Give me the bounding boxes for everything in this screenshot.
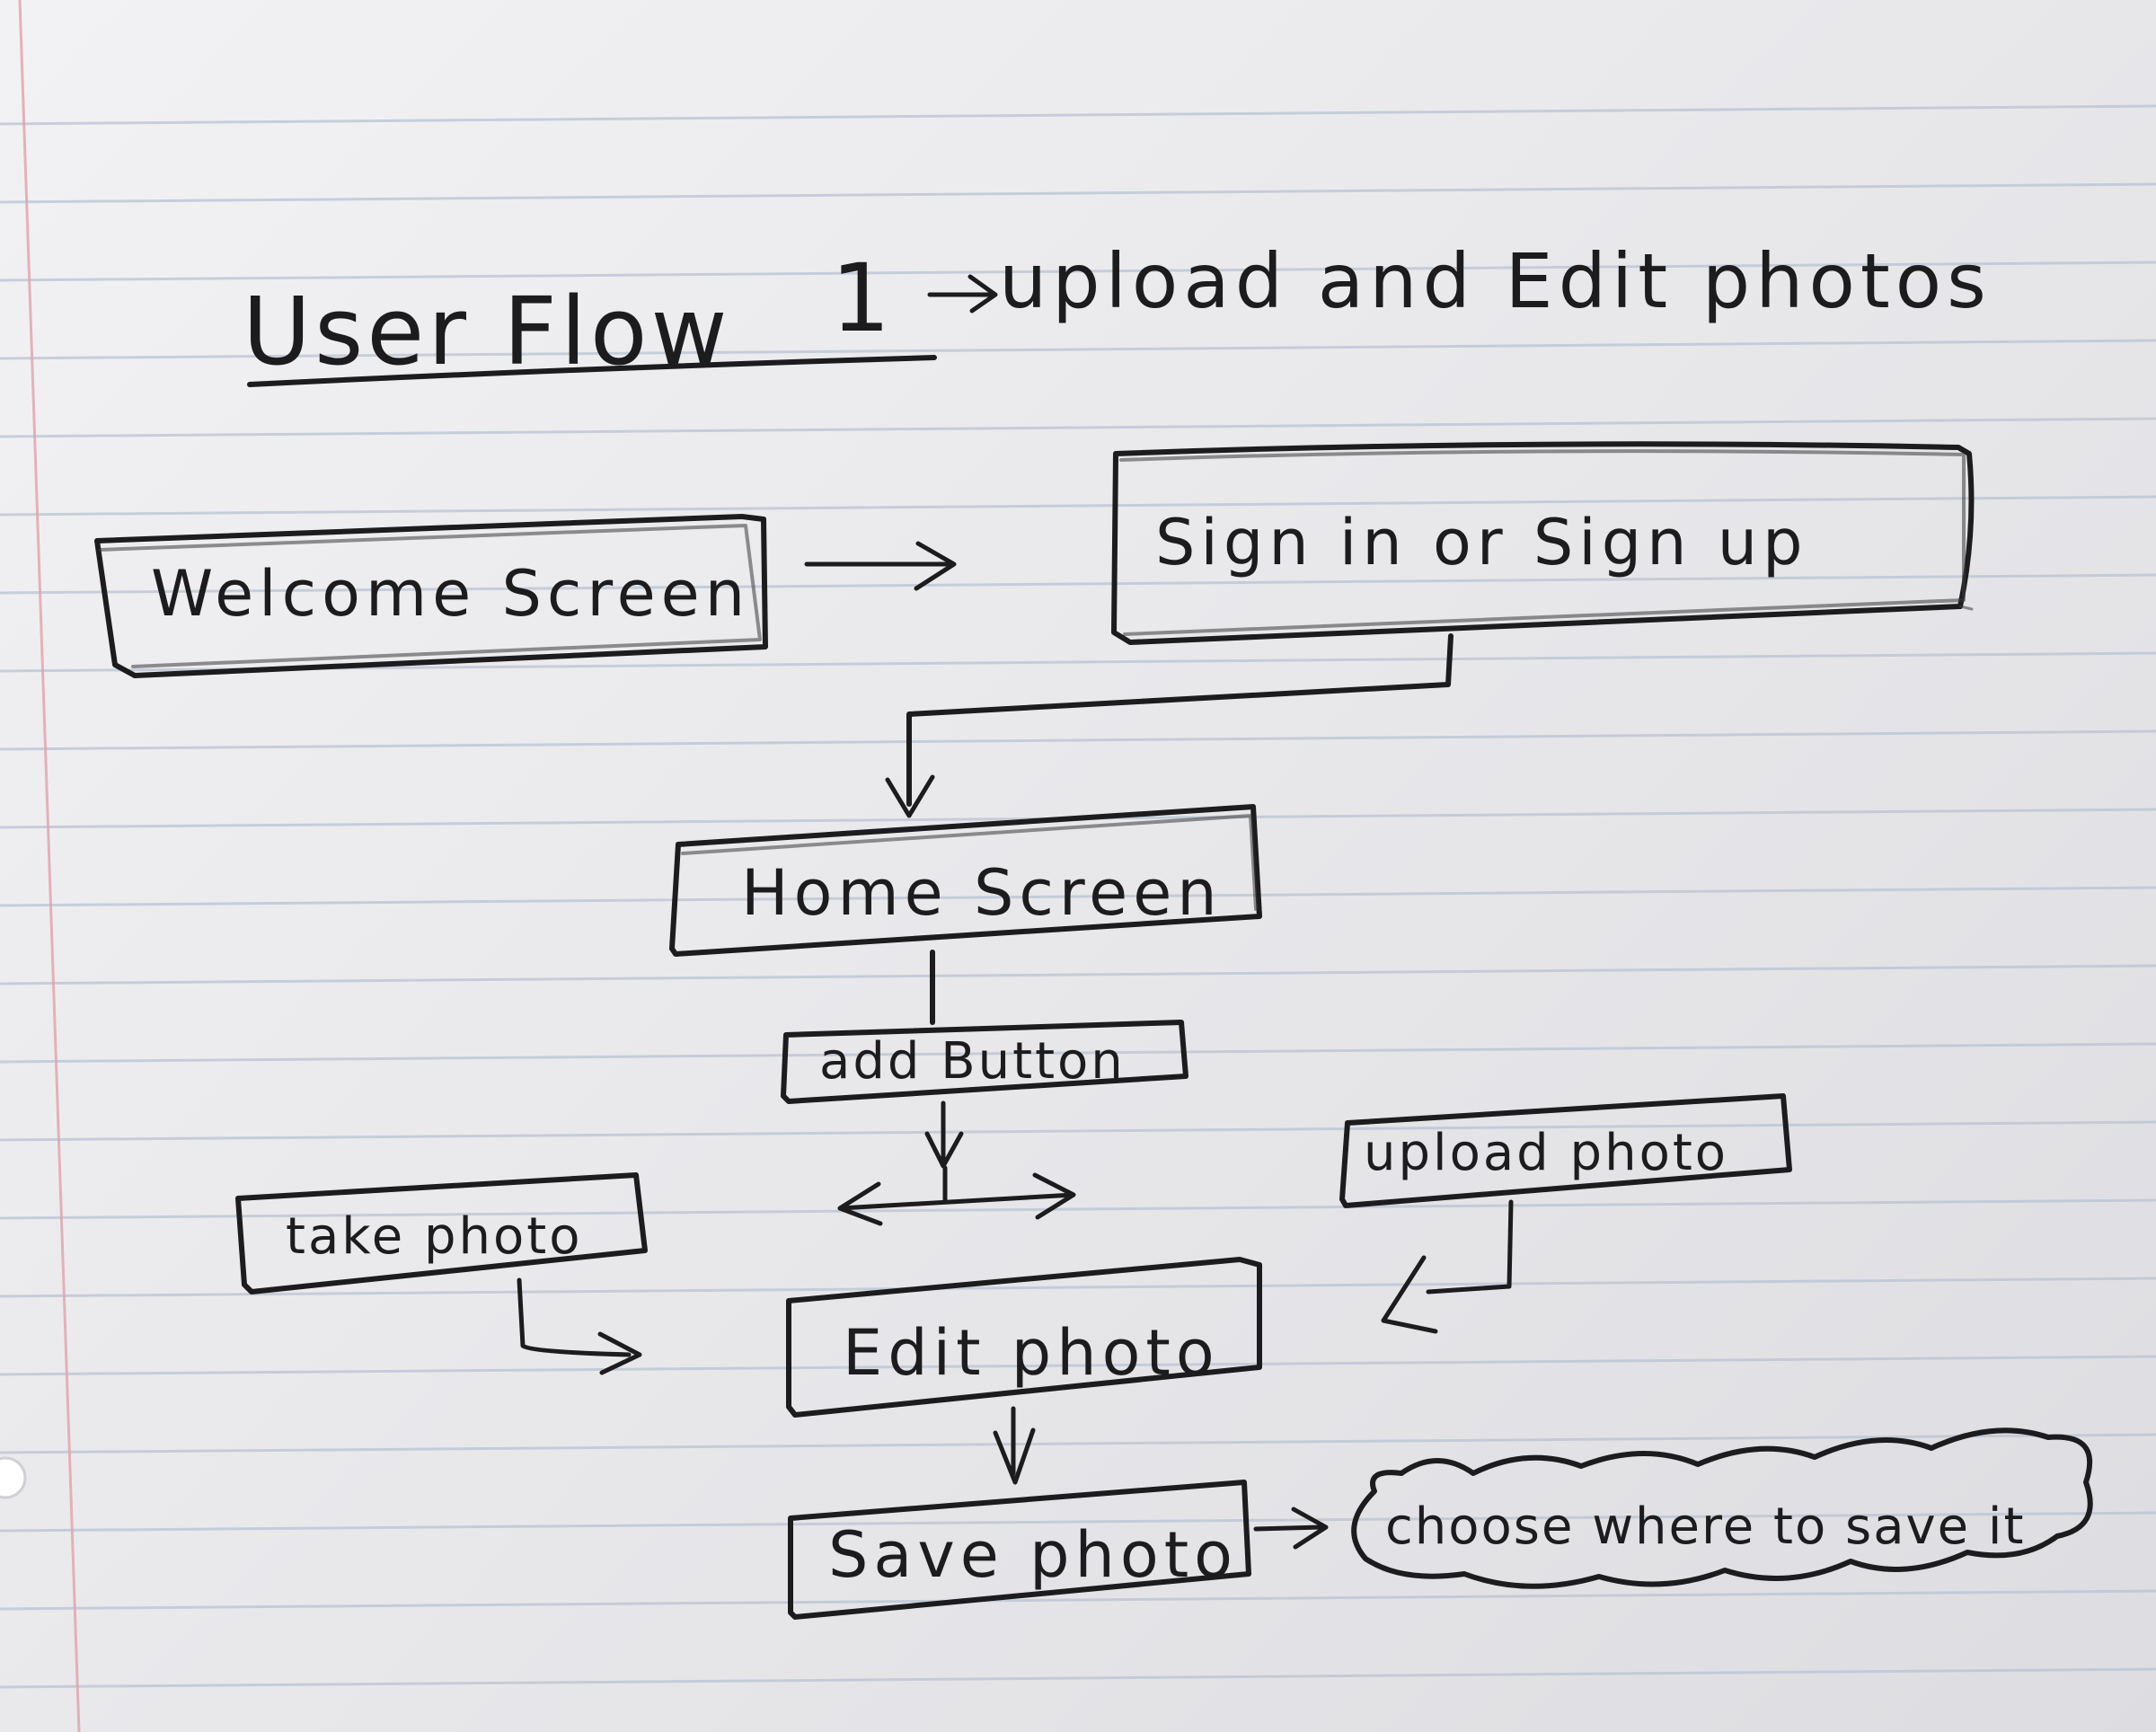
sign-in-box	[1111, 441, 1975, 645]
title-underline	[247, 355, 937, 387]
node-sign-in-or-sign-up: Sign in or Sign up	[1111, 441, 1975, 645]
add-button-box	[781, 1020, 1188, 1104]
node-take-photo: take photo	[235, 1172, 648, 1295]
title-number: 1	[831, 243, 894, 353]
arrow-left-icon	[1381, 1199, 1514, 1334]
edit-photo-box	[786, 1257, 1262, 1418]
arrow-down-icon	[924, 1100, 964, 1169]
add-button-label: add Button	[819, 1032, 1126, 1091]
title-group: User Flow 1 upload and Edit photos	[243, 237, 1992, 387]
take-photo-box	[235, 1172, 648, 1295]
split-arrow-icon	[837, 1165, 1076, 1226]
node-choose-where-to-save: choose where to save it	[1351, 1427, 2093, 1589]
choose-where-label: choose where to save it	[1385, 1498, 2025, 1556]
save-photo-label: Save photo	[828, 1518, 1238, 1592]
node-add-button: add Button	[781, 1020, 1188, 1104]
home-screen-box	[669, 804, 1262, 957]
arrow-down-icon	[993, 1406, 1036, 1485]
welcome-screen-label: Welcome Screen	[151, 557, 750, 631]
title-arrow-icon	[927, 274, 998, 314]
ruled-lines	[0, 104, 2156, 1689]
edit-photo-label: Edit photo	[843, 1316, 1220, 1390]
sign-in-label: Sign in or Sign up	[1155, 506, 1808, 579]
binder-hole	[0, 1456, 27, 1499]
save-photo-box	[788, 1480, 1251, 1620]
node-home-screen: Home Screen	[669, 804, 1262, 957]
node-welcome-screen: Welcome Screen	[94, 514, 768, 678]
welcome-screen-box	[94, 514, 768, 678]
arrow-down-icon	[885, 774, 935, 818]
choose-cloud-shape	[1351, 1427, 2093, 1589]
upload-photo-label: upload photo	[1364, 1124, 1728, 1182]
home-screen-label: Home Screen	[741, 856, 1223, 930]
title-subtitle: upload and Edit photos	[999, 237, 1992, 325]
margin-line	[18, 0, 81, 1732]
arrow-right-icon	[1253, 1507, 1329, 1550]
node-save-photo: Save photo	[788, 1480, 1251, 1620]
node-edit-photo: Edit photo	[786, 1257, 1262, 1418]
upload-photo-box	[1339, 1093, 1792, 1208]
connector-line	[906, 633, 1454, 807]
arrow-right-icon	[804, 541, 957, 591]
take-photo-label: take photo	[286, 1207, 582, 1266]
arrow-right-icon	[517, 1277, 642, 1375]
node-upload-photo: upload photo	[1339, 1093, 1792, 1208]
title-label: User Flow	[243, 277, 731, 386]
